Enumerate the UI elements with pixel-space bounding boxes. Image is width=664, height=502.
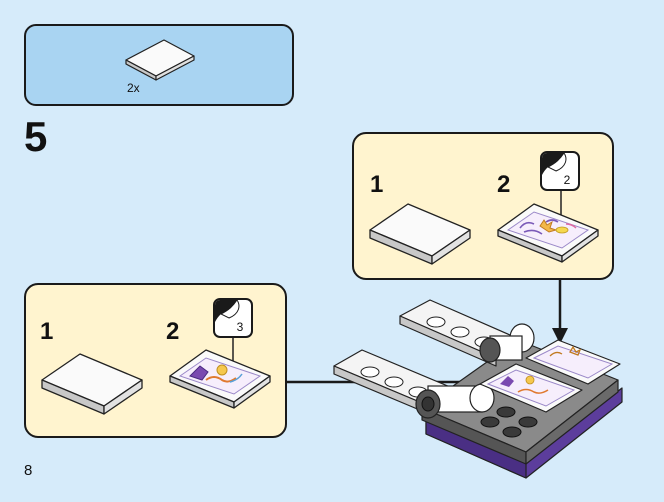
sub-step-number-2: 2 (497, 171, 511, 198)
tile-white-with-sticker (497, 203, 599, 263)
sticker-reference-upper: 2 (540, 151, 580, 191)
main-assembly-model (333, 299, 623, 479)
tile-2x4-white-part (125, 39, 195, 81)
sticker-peel-icon (215, 300, 240, 322)
sub-step-number-1: 1 (40, 318, 54, 345)
part-quantity: 2x (127, 81, 140, 95)
step-number: 5 (24, 113, 48, 160)
arrow-upper-to-model (552, 280, 568, 344)
sticker-peel-icon (542, 153, 567, 175)
tile-white-plain (41, 353, 143, 415)
sticker-number: 2 (563, 173, 571, 187)
sticker-number: 3 (236, 320, 244, 334)
sub-step-number-1: 1 (370, 171, 384, 198)
page-number: 8 (24, 462, 33, 479)
sticker-reference-lower: 3 (213, 298, 253, 338)
sub-step-number-2: 2 (166, 318, 180, 345)
tile-white-plain (369, 203, 471, 265)
tile-white-with-sticker (169, 349, 271, 409)
